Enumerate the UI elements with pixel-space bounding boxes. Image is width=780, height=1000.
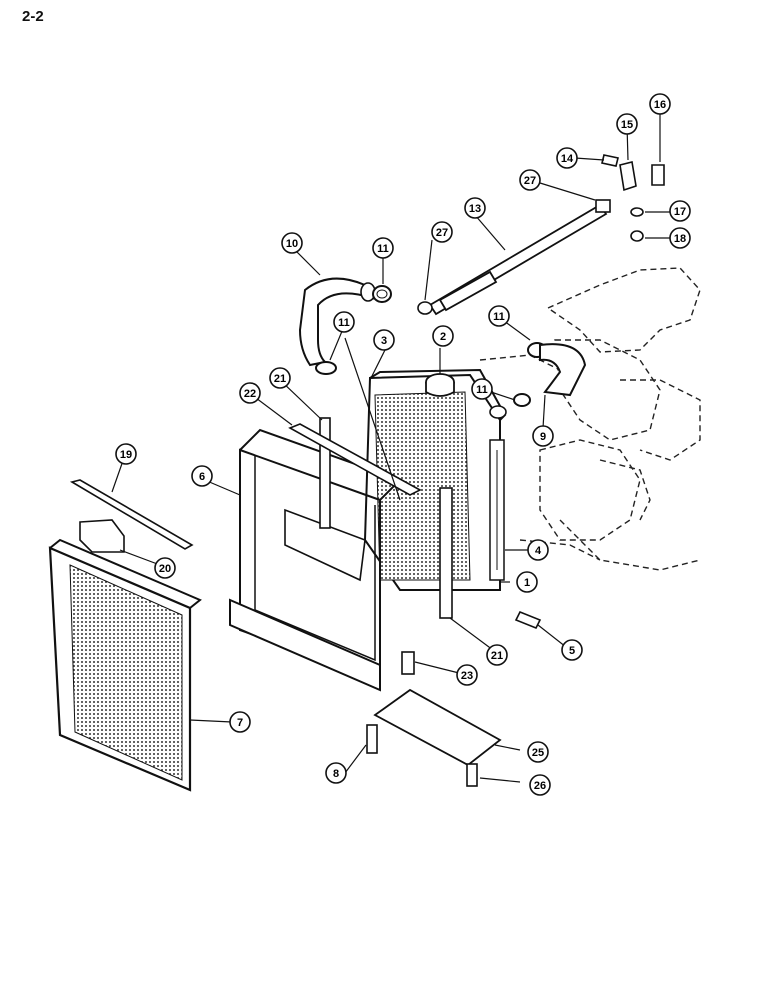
callout-21a: 21 [269, 367, 291, 389]
seal-block-20 [79, 519, 125, 553]
callout-23-label: 23 [461, 670, 473, 682]
callout-17: 17 [669, 200, 691, 222]
bracket-15 [619, 161, 637, 192]
callout-27b: 27 [431, 221, 453, 243]
callout-14: 14 [556, 147, 578, 169]
nut-18 [630, 230, 644, 242]
callout-9: 9 [532, 425, 554, 447]
callout-1-label: 1 [524, 577, 530, 589]
callout-22: 22 [239, 382, 261, 404]
callout-22-label: 22 [244, 388, 256, 400]
callout-19-label: 19 [120, 449, 132, 461]
overflow-tube [417, 203, 608, 316]
callout-7: 7 [229, 711, 251, 733]
engine-outline [479, 267, 701, 571]
bottom-bracket-23 [401, 651, 415, 675]
callout-10: 10 [281, 232, 303, 254]
callout-4-label: 4 [535, 545, 542, 557]
callout-13: 13 [464, 197, 486, 219]
front-grille [48, 538, 202, 792]
upper-hose [298, 277, 376, 367]
callout-11d-label: 11 [476, 384, 488, 396]
callout-2: 2 [432, 325, 454, 347]
callout-7-label: 7 [237, 717, 243, 729]
callout-10-label: 10 [286, 238, 298, 250]
radiator-cap [425, 373, 455, 397]
callout-4: 4 [527, 539, 549, 561]
bolt-26 [466, 763, 478, 787]
callout-21b-label: 21 [491, 650, 503, 662]
callout-19: 19 [115, 443, 137, 465]
callout-15-label: 15 [621, 119, 633, 131]
callout-11c: 11 [488, 305, 510, 327]
callout-26: 26 [529, 774, 551, 796]
callout-3-label: 3 [381, 335, 387, 347]
callout-18-label: 18 [674, 233, 686, 245]
callout-26-label: 26 [534, 780, 546, 792]
callout-6: 6 [191, 465, 213, 487]
lower-hose [539, 343, 587, 397]
radiator-shroud-frame [229, 428, 402, 692]
callout-11b-label: 11 [338, 317, 350, 329]
callout-11c-label: 11 [493, 311, 505, 323]
bolt-8 [366, 724, 378, 754]
callout-17-label: 17 [674, 206, 686, 218]
side-strip-21-lower [439, 487, 453, 619]
callout-27a: 27 [519, 169, 541, 191]
callout-1: 1 [516, 571, 538, 593]
callout-11d: 11 [471, 378, 493, 400]
callout-13-label: 13 [469, 203, 481, 215]
hose-clamp-lower [315, 361, 337, 375]
side-strip-21-upper [319, 417, 331, 529]
callouts: 1 2 3 4 5 6 7 8 9 10 11 11 11 11 13 14 1… [115, 93, 691, 796]
callout-21a-label: 21 [274, 373, 286, 385]
callout-9-label: 9 [540, 431, 546, 443]
callout-11a-label: 11 [377, 243, 389, 255]
callout-5: 5 [561, 639, 583, 661]
callout-27b-label: 27 [436, 227, 448, 239]
callout-11a: 11 [372, 237, 394, 259]
page-number: 2-2 [22, 8, 44, 25]
callout-8-label: 8 [333, 768, 339, 780]
callout-16-label: 16 [654, 99, 666, 111]
callout-15: 15 [616, 113, 638, 135]
washer-17 [630, 207, 644, 217]
callout-8: 8 [325, 762, 347, 784]
callout-23: 23 [456, 664, 478, 686]
bottom-plate [373, 688, 502, 767]
callout-25-label: 25 [532, 747, 544, 759]
fitting-16 [651, 164, 665, 186]
callout-6-label: 6 [199, 471, 205, 483]
bolt-14 [601, 154, 619, 167]
callout-11b: 11 [333, 311, 355, 333]
seal-strip-19 [69, 479, 194, 550]
bolt-5 [514, 610, 542, 630]
hose-clamp-right-lower [513, 393, 531, 407]
tube-clamp [595, 199, 611, 213]
callout-21b: 21 [486, 644, 508, 666]
callout-20: 20 [154, 557, 176, 579]
radiator-outlet [489, 405, 507, 419]
callout-5-label: 5 [569, 645, 575, 657]
callout-18: 18 [669, 227, 691, 249]
callout-14-label: 14 [561, 153, 574, 165]
support-strip-22 [288, 423, 422, 496]
callout-27a-label: 27 [524, 175, 536, 187]
callout-3: 3 [373, 329, 395, 351]
callout-16: 16 [649, 93, 671, 115]
callout-25: 25 [527, 741, 549, 763]
hose-clamp-upper [372, 285, 392, 303]
callout-2-label: 2 [440, 331, 446, 343]
callout-20-label: 20 [159, 563, 171, 575]
